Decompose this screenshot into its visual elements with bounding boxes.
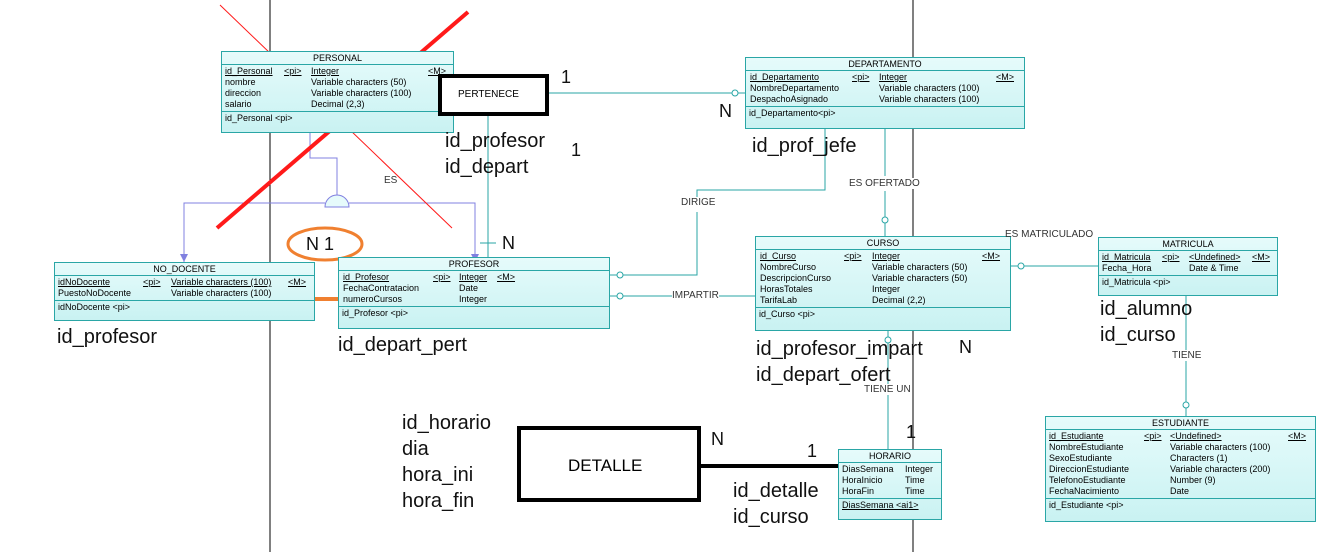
entity-estudiante[interactable]: ESTUDIANTE id_Estudiante<pi><Undefined><… [1045,416,1316,522]
entity-title: MATRICULA [1099,238,1277,251]
note-profesor: id_depart_pert [338,334,467,356]
line-dirige-b [696,128,826,197]
label-es-matriculado: ES MATRICULADO [1005,229,1094,240]
connector-dot [881,216,889,224]
cardinality: 1 [906,422,917,442]
cardinality: 1 [571,140,582,160]
entity-title: PROFESOR [339,258,609,271]
note-depto: id_prof_jefe [752,135,857,157]
entity-keys: id_Departamento<pi> [749,108,836,118]
entity-personal[interactable]: PERSONAL id_Personal<pi>Integer<M> nombr… [221,51,454,133]
label-es-ofertado: ES OFERTADO [849,178,920,189]
attribute-row: id_Personal<pi>Integer<M> [225,66,447,76]
note-horario: id_detalle id_curso [733,480,819,528]
label-tiene-un: TIENE UN [864,384,911,395]
relationship-pertenece[interactable]: PERTENECE [438,74,549,116]
cardinality: 1 [807,441,818,461]
entity-title: CURSO [756,237,1010,250]
relationship-label: DETALLE [568,456,643,475]
arrow-nodocente [180,254,188,262]
entity-title: DEPARTAMENTO [746,58,1024,71]
line-inherit-nodocente [183,202,325,262]
entity-keys: id_Matricula <pi> [1102,277,1171,287]
inherit-symbol [324,194,350,208]
entity-keys: id_Estudiante <pi> [1049,500,1124,510]
attribute-row: id_Estudiante<pi><Undefined><M> [1049,431,1307,441]
entity-keys: DiasSemana <ai1> [842,500,919,510]
entity-curso[interactable]: CURSO id_Curso<pi>Integer<M> NombreCurso… [755,236,1011,331]
line-dirige-a [610,212,698,276]
entity-title: NO_DOCENTE [55,263,314,276]
attribute-row: id_Profesor<pi>Integer<M> [343,272,516,282]
relationship-detalle[interactable]: DETALLE [517,426,701,502]
entity-profesor[interactable]: PROFESOR id_Profesor<pi>Integer<M> Fecha… [338,257,610,329]
note-pertenece: id_profesor id_depart [445,130,546,178]
cardinality: N [719,101,732,121]
entity-no-docente[interactable]: NO_DOCENTE idNoDocente<pi>Variable chara… [54,262,315,321]
entity-keys: id_Profesor <pi> [342,308,409,318]
connector-dot [616,292,624,300]
connector-dot [884,336,892,344]
entity-keys: id_Personal <pi> [225,113,293,123]
connector-dot [1017,262,1025,270]
note-matricula: id_alumno id_curso [1100,298,1193,346]
line-inherit-profesor [349,202,476,262]
label-tiene: TIENE [1172,350,1202,361]
cardinality: N [959,337,972,357]
entity-keys: id_Curso <pi> [759,309,816,319]
label-impartir: IMPARTIR [672,290,719,301]
attribute-row: id_Matricula<pi><Undefined><M> [1102,252,1271,262]
relationship-label: PERTENECE [458,89,519,100]
note-curso: id_profesor_impart id_depart_ofert [756,338,923,386]
note-nodocente: id_profesor [57,326,158,348]
label-es: ES [384,175,398,186]
entity-keys: idNoDocente <pi> [58,302,131,312]
entity-departamento[interactable]: DEPARTAMENTO id_Departamento<pi>Integer<… [745,57,1025,129]
cardinality: N [502,233,515,253]
attribute-row: id_Curso<pi>Integer<M> [760,251,1001,261]
cardinality: 1 [561,67,572,87]
entity-matricula[interactable]: MATRICULA id_Matricula<pi><Undefined><M>… [1098,237,1278,296]
connector-dot [616,271,624,279]
attribute-row: idNoDocente<pi>Variable characters (100)… [58,277,307,287]
connector-dot [1182,401,1190,409]
note-detalle: id_horario dia hora_ini hora_fin [402,412,491,512]
entity-title: PERSONAL [222,52,453,65]
entity-title: ESTUDIANTE [1046,417,1315,430]
entity-title: HORARIO [839,450,941,463]
attribute-row: id_Departamento<pi>Integer<M> [750,72,1015,82]
cardinality: N [711,429,724,449]
connector-dot [731,89,739,97]
label-dirige: DIRIGE [681,197,716,208]
orange-circle [286,226,364,262]
cardinality: N 1 [306,234,335,254]
